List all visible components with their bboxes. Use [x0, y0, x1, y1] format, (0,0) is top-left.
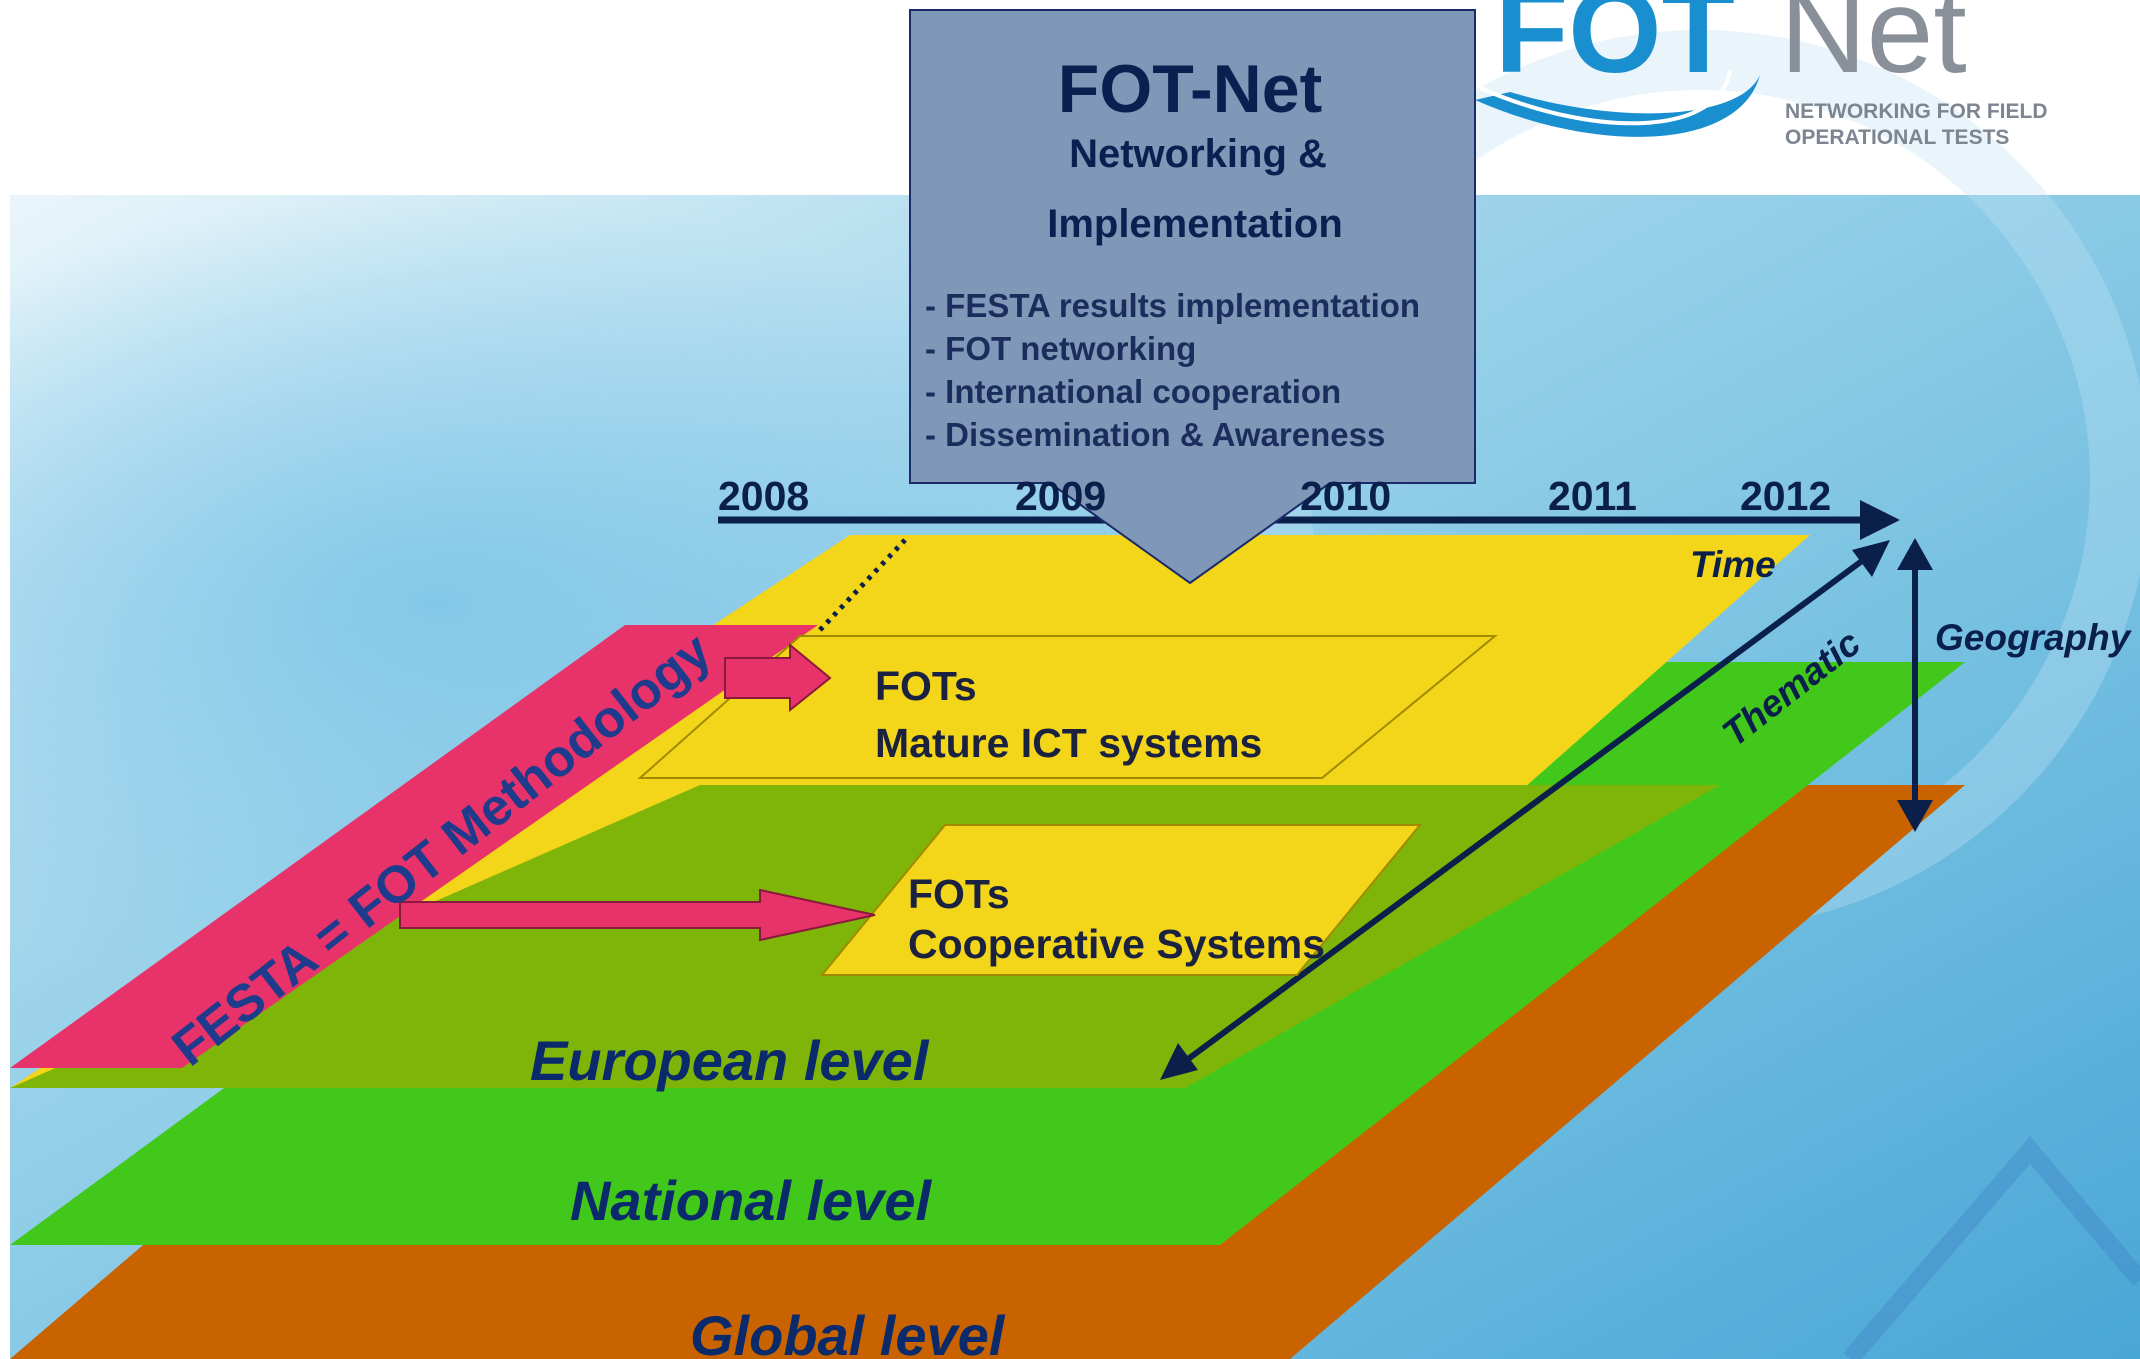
thematic-arrowhead-bottom: [1160, 1043, 1198, 1080]
thematic-axis-line: [1178, 552, 1872, 1068]
year-2008: 2008: [718, 473, 809, 519]
year-2009: 2009: [1015, 473, 1106, 519]
year-2012: 2012: [1740, 473, 1831, 519]
fotnet-item-1: - FESTA results implementation: [925, 287, 1420, 324]
global-level-label: Global level: [690, 1304, 1006, 1359]
fot-box-1-line-2: Mature ICT systems: [875, 720, 1262, 766]
festa-arrow-to-mature: [724, 642, 832, 713]
fotnet-title: FOT-Net: [1058, 51, 1322, 127]
background-deco-shape: [1843, 1136, 2140, 1359]
year-2010: 2010: [1300, 473, 1391, 519]
geography-arrowhead-down: [1897, 800, 1933, 832]
fotnet-callout-box: [909, 9, 1476, 585]
thematic-arrowhead-top: [1852, 540, 1890, 577]
logo-word-net: Net: [1780, 0, 1967, 98]
fotnet-subtitle-2: Implementation: [1047, 202, 1343, 246]
fotnet-item-2: - FOT networking: [925, 330, 1196, 367]
year-2011: 2011: [1548, 473, 1637, 519]
logo-word-fot: FOT: [1495, 0, 1735, 98]
european-level-label: European level: [530, 1029, 930, 1092]
geography-axis-label: Geography: [1935, 617, 2133, 658]
festa-dotted-connector: [818, 538, 907, 632]
geography-arrowhead-up: [1897, 538, 1933, 570]
time-axis-label: Time: [1690, 544, 1776, 585]
fot-net-logo: FOT Net NETWORKING FOR FIELD OPERATIONAL…: [1475, 0, 2047, 149]
logo-swoosh-icon: [1475, 75, 1760, 137]
festa-band: [10, 625, 818, 1068]
festa-arrow-to-cooperative: [399, 888, 876, 942]
fotnet-subtitle-1: Networking &: [1069, 132, 1327, 176]
fot-box-2-line-2: Cooperative Systems: [908, 921, 1325, 967]
fot-box-cooperative: [819, 824, 1423, 976]
fot-box-1-line-1: FOTs: [875, 663, 977, 709]
fot-box-2-line-1: FOTs: [908, 871, 1010, 917]
logo-tagline-2: OPERATIONAL TESTS: [1785, 126, 2009, 149]
logo-tagline-1: NETWORKING FOR FIELD: [1785, 100, 2047, 123]
logo-swoosh-highlight: [1479, 69, 1732, 126]
national-level-label: National level: [570, 1169, 932, 1232]
time-axis-arrowhead: [1860, 500, 1900, 540]
fotnet-item-4: - Dissemination & Awareness: [925, 416, 1385, 453]
fotnet-item-3: - International cooperation: [925, 373, 1341, 410]
